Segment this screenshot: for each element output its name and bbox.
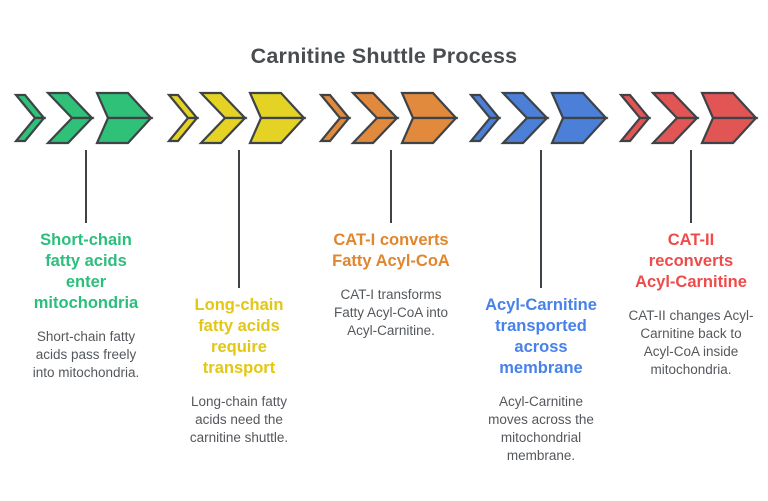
- medium-chevron: [350, 91, 400, 145]
- triple-chevron-right-icon: [618, 91, 759, 145]
- step-description: CAT-II changes Acyl- Carnitine back to A…: [628, 308, 754, 377]
- medium-chevron: [500, 91, 550, 145]
- step-description: Long-chain fatty acids need the carnitin…: [189, 394, 289, 445]
- step-description: Acyl-Carnitine moves across the mitochon…: [488, 394, 594, 463]
- medium-chevron: [45, 91, 95, 145]
- triple-chevron-right-icon: [13, 91, 154, 145]
- triple-chevron-right-icon: [468, 91, 609, 145]
- small-chevron: [13, 93, 47, 143]
- small-chevron: [318, 93, 352, 143]
- step-title: CAT-I converts Fatty Acyl-CoA: [332, 231, 450, 270]
- step-title: Long-chain fatty acids require transport: [194, 296, 284, 377]
- connector-line: [238, 150, 240, 288]
- step-title: CAT-II reconverts Acyl-Carnitine: [635, 231, 747, 291]
- connector-line: [390, 150, 392, 223]
- large-arrow: [550, 91, 609, 145]
- triple-chevron-right-icon: [318, 91, 459, 145]
- connector-line: [85, 150, 87, 223]
- large-arrow: [95, 91, 154, 145]
- large-arrow: [700, 91, 759, 145]
- connector-line: [690, 150, 692, 223]
- page-title: Carnitine Shuttle Process: [250, 44, 518, 68]
- small-chevron: [468, 93, 502, 143]
- small-chevron: [166, 93, 200, 143]
- triple-chevron-right-icon: [166, 91, 307, 145]
- medium-chevron: [198, 91, 248, 145]
- medium-chevron: [650, 91, 700, 145]
- step-description: Short-chain fatty acids pass freely into…: [32, 329, 140, 380]
- large-arrow: [400, 91, 459, 145]
- step-title: Short-chain fatty acids enter mitochondr…: [33, 231, 139, 312]
- step-description: CAT-I transforms Fatty Acyl-CoA into Acy…: [333, 287, 449, 338]
- step-title: Acyl-Carnitine transported across membra…: [485, 296, 597, 377]
- large-arrow: [248, 91, 307, 145]
- connector-line: [540, 150, 542, 288]
- small-chevron: [618, 93, 652, 143]
